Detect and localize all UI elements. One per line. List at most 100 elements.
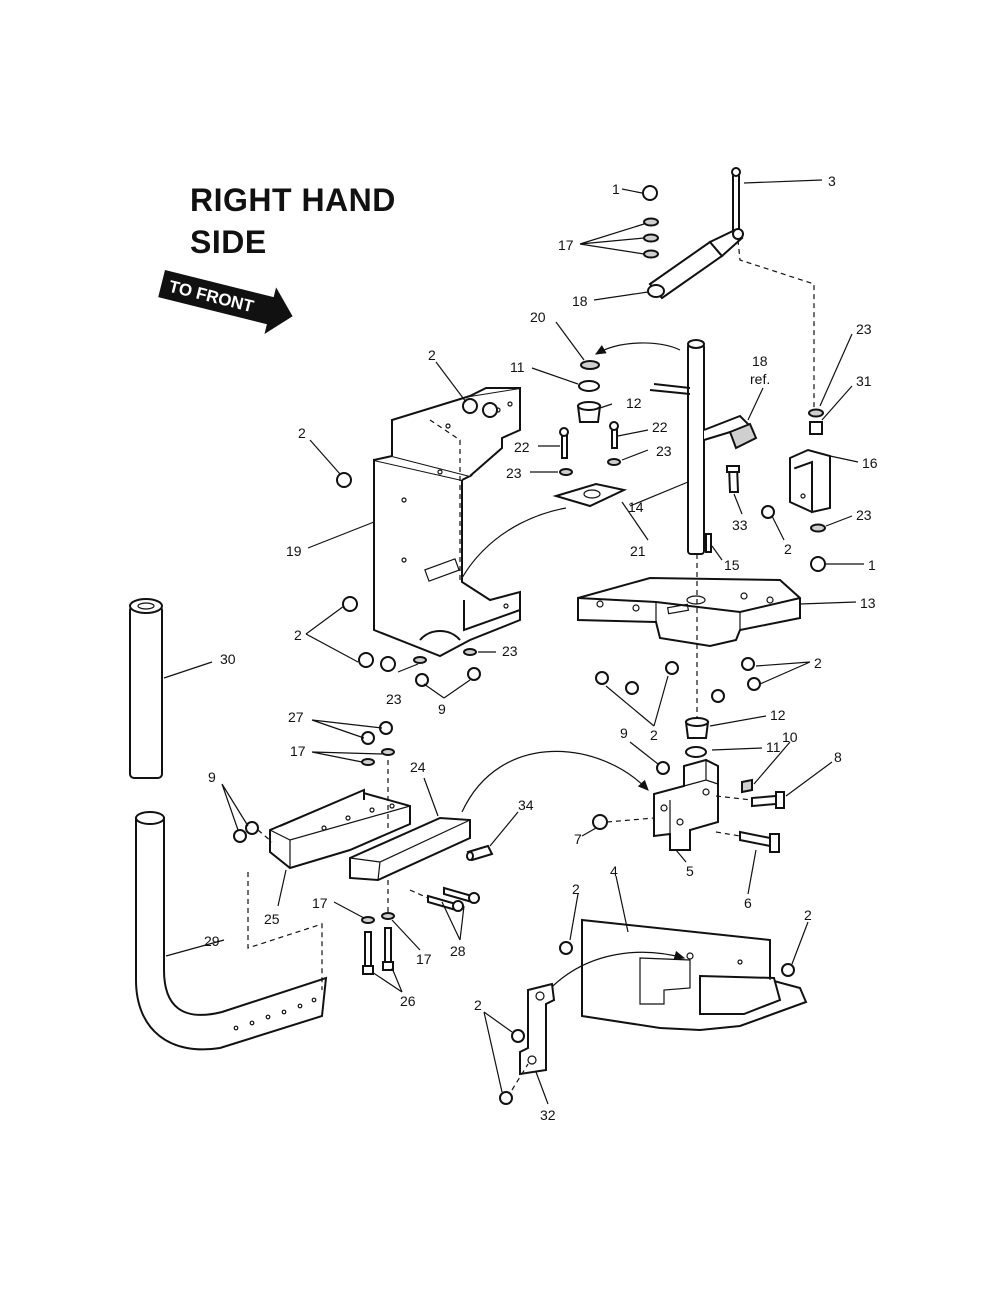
bushing-12-bottom-rim bbox=[685, 717, 709, 727]
callout-11-top: 11 bbox=[510, 359, 525, 375]
callout-22-left: 22 bbox=[514, 439, 530, 455]
callout-2-b: 2 bbox=[298, 425, 306, 441]
callout-17-c: 17 bbox=[312, 895, 328, 911]
callout-18-ref-suffix: ref. bbox=[750, 371, 770, 387]
bolt-3 bbox=[732, 171, 740, 235]
callout-18: 18 bbox=[572, 293, 588, 309]
bolt-2-g bbox=[559, 941, 573, 955]
nut-9-c-2 bbox=[233, 829, 247, 843]
pivot-shaft-14 bbox=[649, 339, 752, 555]
callout-9-a: 9 bbox=[438, 701, 446, 717]
callout-9-b: 9 bbox=[620, 725, 628, 741]
nut-7 bbox=[592, 814, 608, 830]
bolt-2-b bbox=[336, 472, 352, 488]
callout-8: 8 bbox=[834, 749, 842, 765]
callout-28: 28 bbox=[450, 943, 466, 959]
to-front-arrow: TO FRONT bbox=[158, 270, 293, 334]
callout-17-b: 17 bbox=[290, 743, 306, 759]
dash-28 bbox=[409, 889, 429, 899]
shield-plate-4 bbox=[581, 918, 808, 1032]
callout-11-bottom: 11 bbox=[766, 739, 781, 755]
callout-20: 20 bbox=[530, 309, 546, 325]
washer-17-d bbox=[381, 748, 395, 756]
washer-23-b bbox=[607, 458, 621, 466]
nut-27-b bbox=[361, 731, 375, 745]
washer-23-c bbox=[808, 408, 824, 418]
washer-23-e bbox=[463, 648, 477, 656]
callout-14: 14 bbox=[628, 499, 644, 515]
bracket-16 bbox=[789, 448, 831, 514]
leader-lines bbox=[163, 179, 864, 1105]
washer-11-top bbox=[578, 380, 600, 392]
bolt-2-i-1 bbox=[511, 1029, 525, 1043]
callout-16: 16 bbox=[862, 455, 878, 471]
nut-1-top bbox=[642, 185, 658, 201]
bolt-2-a-2 bbox=[482, 402, 498, 418]
mounting-bracket-19 bbox=[373, 386, 521, 658]
dash-7 bbox=[606, 817, 655, 823]
bolt-2-i-2 bbox=[499, 1091, 513, 1105]
dash-3-31 bbox=[737, 239, 815, 408]
washer-17-a bbox=[643, 217, 659, 227]
callouts: 1 3 17 18 20 11 12 22 22 23 23 18 ref. 2… bbox=[204, 173, 878, 1123]
callout-23-c: 23 bbox=[856, 321, 872, 337]
callout-26: 26 bbox=[400, 993, 416, 1009]
bushing-12-top-rim bbox=[577, 401, 601, 411]
bolts-2-plate bbox=[595, 657, 761, 703]
washer-17-b bbox=[643, 233, 659, 243]
washer-20 bbox=[580, 360, 600, 370]
callout-32: 32 bbox=[540, 1107, 556, 1123]
bolts-28 bbox=[427, 886, 480, 912]
nut-9-b bbox=[656, 761, 670, 775]
callout-12-top: 12 bbox=[626, 395, 642, 411]
callout-17-d: 17 bbox=[416, 951, 432, 967]
washer-23-d bbox=[810, 523, 826, 533]
callout-31: 31 bbox=[856, 373, 872, 389]
callout-33: 33 bbox=[732, 517, 748, 533]
hardware-top bbox=[642, 167, 815, 408]
callout-23-d: 23 bbox=[856, 507, 872, 523]
callout-15: 15 bbox=[724, 557, 740, 573]
pivot-plate-13 bbox=[577, 576, 801, 648]
callout-24: 24 bbox=[410, 759, 426, 775]
callout-23-e: 23 bbox=[502, 643, 518, 659]
arrow-32-to-4 bbox=[539, 950, 686, 1001]
bolt-22-a-head bbox=[559, 427, 569, 437]
callout-23-right: 23 bbox=[656, 443, 672, 459]
washer-17-f bbox=[361, 916, 375, 924]
hinge-bracket-5 bbox=[653, 758, 719, 851]
washer-17-g bbox=[381, 912, 395, 920]
dash-29-25 bbox=[247, 872, 323, 990]
diagram-title-line1: RIGHT HAND bbox=[190, 182, 396, 218]
callout-5: 5 bbox=[686, 863, 694, 879]
callout-27: 27 bbox=[288, 709, 304, 725]
bolt-2-d-2 bbox=[358, 652, 374, 668]
bolt-8 bbox=[751, 791, 785, 809]
washer-23-a bbox=[559, 468, 573, 476]
handle-tube-30 bbox=[129, 598, 163, 779]
arrow-24-to-5 bbox=[461, 750, 649, 813]
callout-9-c: 9 bbox=[208, 769, 216, 785]
washer-17-c bbox=[643, 249, 659, 259]
pin-34-end bbox=[466, 851, 474, 861]
callout-1-top: 1 bbox=[612, 181, 620, 197]
diagram-title-line2: SIDE bbox=[190, 224, 267, 260]
callout-2-c: 2 bbox=[784, 541, 792, 557]
callout-25: 25 bbox=[264, 911, 280, 927]
nut-31 bbox=[809, 421, 823, 435]
bent-tube-29 bbox=[135, 811, 328, 1051]
plate-21 bbox=[552, 482, 628, 508]
callout-4: 4 bbox=[610, 863, 618, 879]
washer-23-f bbox=[413, 656, 427, 664]
arm-24 bbox=[349, 816, 471, 882]
shock-absorber-18 bbox=[647, 228, 744, 300]
dash-9c bbox=[257, 829, 273, 843]
pin-15 bbox=[705, 533, 712, 553]
callout-18-ref: 18 bbox=[752, 353, 768, 369]
washer-11-bottom bbox=[685, 746, 707, 758]
plate-21-hole bbox=[583, 489, 601, 499]
callout-6: 6 bbox=[744, 895, 752, 911]
bracket-32 bbox=[519, 982, 556, 1076]
callout-29: 29 bbox=[204, 933, 220, 949]
